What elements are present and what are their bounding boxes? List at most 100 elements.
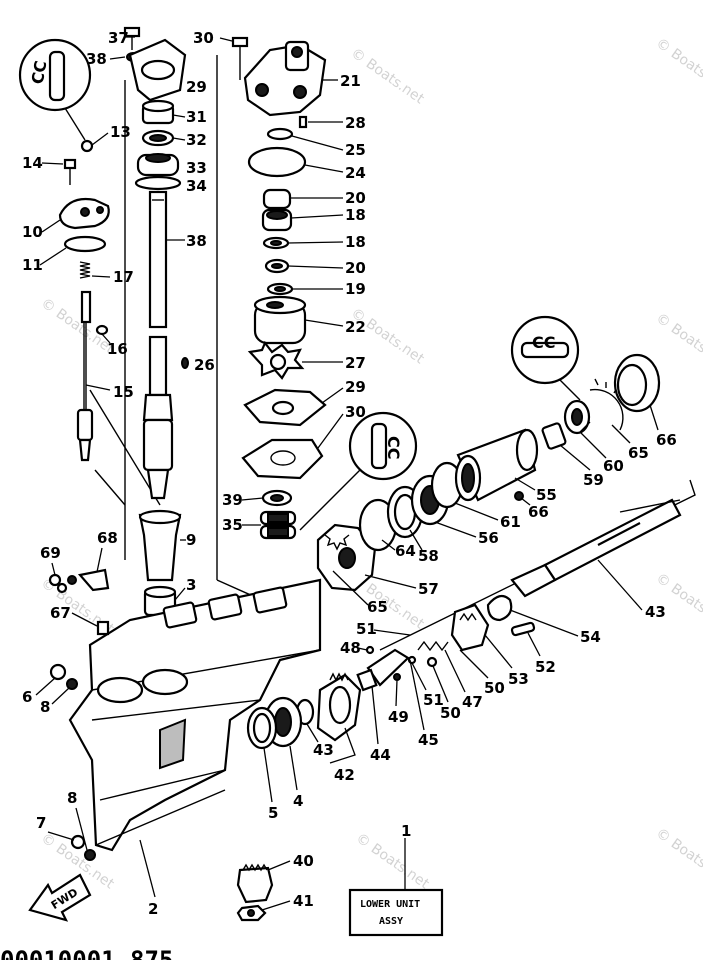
- part-label-33: 31: [186, 108, 207, 126]
- part-label-31: 29: [186, 78, 207, 96]
- part-label-65: 65: [628, 444, 649, 462]
- part-label-30: 30: [193, 29, 214, 47]
- part-label-20: 20: [345, 189, 366, 207]
- part-label-6: 6: [22, 688, 32, 706]
- water-pump-assembly: [231, 36, 327, 540]
- drive-shaft-assembly: [123, 26, 189, 617]
- part-label-63: 65: [367, 598, 388, 616]
- watermark: © Boats.net: [653, 35, 703, 97]
- part-label-38: 37: [108, 29, 129, 47]
- part-label-55: 55: [536, 486, 557, 504]
- part-label-43: 42: [334, 766, 355, 784]
- part-label-40: 38: [186, 232, 207, 250]
- lower-gear-case: [68, 578, 322, 852]
- part-label-24: 25: [345, 141, 366, 159]
- part-label-68: 68: [97, 529, 118, 547]
- part-label-23: 24: [345, 164, 366, 182]
- part-label-28: 30: [345, 403, 366, 421]
- part-label-34: 32: [186, 131, 207, 149]
- part-label-37: 39: [222, 491, 243, 509]
- part-label-48: 47: [462, 693, 483, 711]
- part-label-18a: 18: [345, 233, 366, 251]
- part-label-8b: 8: [67, 789, 77, 807]
- fwd-arrow: FWD: [28, 873, 92, 922]
- part-label-50b: 50: [484, 679, 505, 697]
- part-label-7: 7: [36, 814, 46, 832]
- part-label-13: 14: [22, 154, 43, 172]
- inset-mark: CC: [532, 333, 555, 352]
- footer-code: 00010001.875: [0, 946, 173, 960]
- part-label-10: 10: [22, 223, 43, 241]
- part-label-35: 33: [186, 159, 207, 177]
- part-label-17: 18: [345, 206, 366, 224]
- part-label-36: 34: [186, 177, 207, 195]
- part-label-51a: 51: [356, 620, 377, 638]
- part-label-42: 41: [293, 892, 314, 910]
- propeller-shaft-assembly: [236, 498, 682, 922]
- part-label-51b: 51: [423, 691, 444, 709]
- part-label-46: 44: [370, 746, 391, 764]
- part-label-1: 1: [401, 822, 411, 840]
- part-label-21: 21: [340, 72, 361, 90]
- reverse-gear-assembly: [316, 353, 661, 592]
- part-label-3: 3: [186, 576, 196, 594]
- lower-unit-assy-box: LOWER UNIT ASSY: [348, 838, 444, 937]
- part-label-45: 43: [645, 603, 666, 621]
- part-label-8a: 8: [40, 698, 50, 716]
- part-label-56: 56: [478, 529, 499, 547]
- part-label-27: 29: [345, 378, 366, 396]
- part-label-22: 22: [345, 318, 366, 336]
- part-label-52: 52: [535, 658, 556, 676]
- assembly-guides: [89, 55, 696, 651]
- shift-rod-assembly: [58, 139, 110, 462]
- part-label-61: 61: [500, 513, 521, 531]
- part-label-60: 60: [603, 457, 624, 475]
- part-label-64: 66: [528, 503, 549, 521]
- part-label-29: 28: [345, 114, 366, 132]
- part-label-4: 4: [293, 792, 303, 810]
- inset-mark: CC: [28, 59, 51, 85]
- part-label-67: 67: [50, 604, 71, 622]
- part-label-2: 2: [148, 900, 158, 918]
- part-label-15: 16: [107, 340, 128, 358]
- part-label-49b: 49: [388, 708, 409, 726]
- part-label-11: 11: [22, 256, 43, 274]
- part-label-62: 64: [395, 542, 416, 560]
- inset-circle-middle: CC: [299, 411, 418, 531]
- watermark: © Boats.net: [653, 570, 703, 632]
- part-label-19: 20: [345, 259, 366, 277]
- part-label-18b: 19: [345, 280, 366, 298]
- part-label-32: 35: [222, 516, 243, 534]
- case-fasteners: [48, 568, 110, 861]
- part-label-49a: 48: [340, 639, 361, 657]
- part-label-44: 43: [313, 741, 334, 759]
- part-label-50a: 50: [440, 704, 461, 722]
- part-label-57: 57: [418, 580, 439, 598]
- part-label-69: 69: [40, 544, 61, 562]
- inset-circle-right: CC: [510, 315, 581, 401]
- part-label-47: 45: [418, 731, 439, 749]
- part-label-53: 53: [508, 670, 529, 688]
- part-label-5: 5: [268, 804, 278, 822]
- part-label-26: 26: [194, 356, 215, 374]
- watermark: © Boats.net: [653, 825, 703, 887]
- part-label-58: 58: [418, 547, 439, 565]
- part-label-9: 9: [186, 531, 196, 549]
- box-text-line1: LOWER UNIT: [360, 899, 420, 910]
- part-label-16: 17: [113, 268, 134, 286]
- part-label-14: 15: [113, 383, 134, 401]
- part-label-12: 13: [110, 123, 131, 141]
- watermark: © Boats.net: [353, 830, 433, 892]
- watermark: © Boats.net: [653, 310, 703, 372]
- part-label-41: 40: [293, 852, 314, 870]
- part-label-25: 27: [345, 354, 366, 372]
- part-label-54: 54: [580, 628, 601, 646]
- box-text-line2: ASSY: [379, 916, 403, 927]
- part-label-66: 66: [656, 431, 677, 449]
- part-label-59: 59: [583, 471, 604, 489]
- inset-circle-top-left: CC: [18, 38, 92, 141]
- inset-mark: CC: [384, 436, 403, 459]
- part-label-39: 38: [86, 50, 107, 68]
